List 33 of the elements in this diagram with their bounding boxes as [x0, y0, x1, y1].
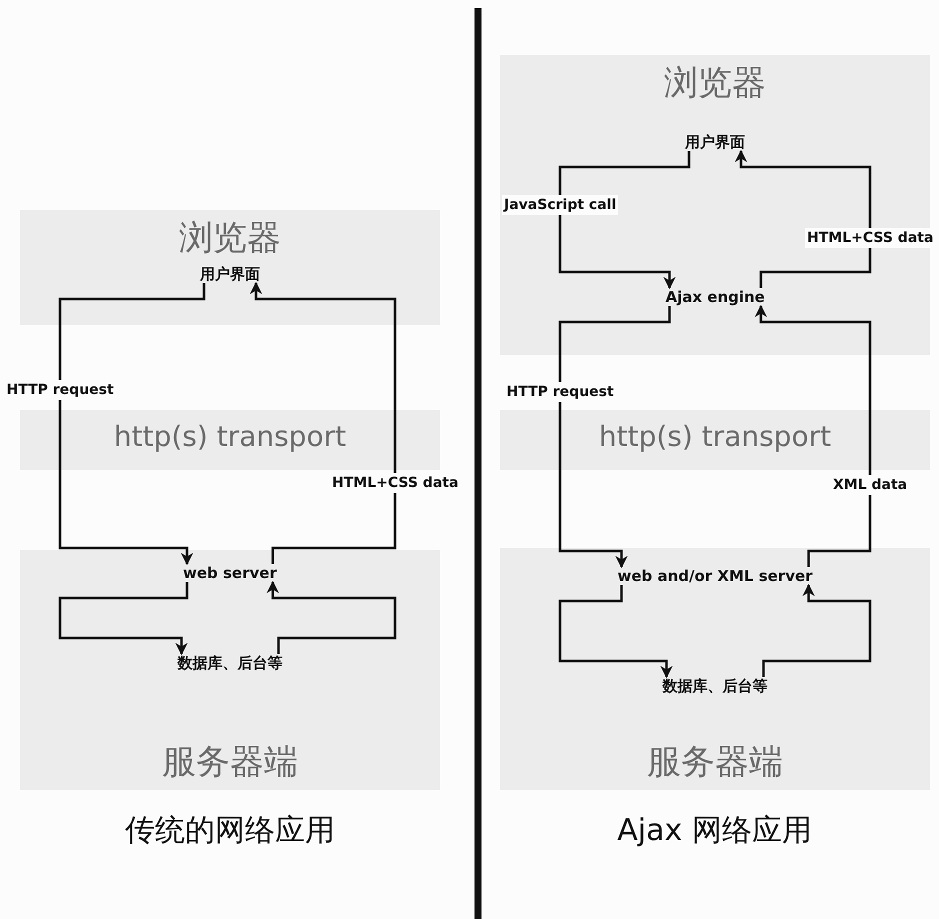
arrow [762, 584, 872, 677]
caption: 传统的网络应用 [124, 812, 336, 850]
component-label: Ajax engine [666, 288, 765, 306]
arrow [558, 306, 671, 568]
arrow [734, 150, 872, 288]
caption: Ajax 网络应用 [616, 812, 813, 850]
band-title: 浏览器 [663, 63, 767, 103]
arrow [58, 582, 188, 656]
component-label: 数据库、后台等 [178, 654, 282, 672]
edge-label: HTTP request [4, 380, 116, 400]
edge-label: JavaScript call [502, 195, 618, 215]
edge-label: HTML+CSS data [805, 228, 936, 248]
server-band [500, 548, 930, 790]
component-label: web server [183, 564, 277, 582]
edge-label: HTTP request [504, 382, 616, 402]
band-title: http(s) transport [598, 420, 832, 454]
arrow [558, 585, 673, 678]
server-band [20, 550, 440, 790]
arrow [58, 283, 206, 566]
edge-label: HTML+CSS data [330, 473, 460, 493]
band-title: 服务器端 [646, 742, 784, 782]
browser-band [20, 210, 440, 325]
arrow [266, 580, 396, 654]
band-title: 服务器端 [161, 742, 299, 782]
component-label: web and/or XML server [618, 567, 813, 585]
band-title: http(s) transport [112, 420, 348, 454]
arrow [754, 304, 872, 567]
arrow [558, 151, 690, 290]
band-title: 浏览器 [178, 218, 282, 258]
component-label: 用户界面 [200, 265, 260, 283]
component-label: 数据库、后台等 [662, 677, 768, 695]
arrow [250, 282, 396, 564]
component-label: 用户界面 [685, 133, 745, 151]
